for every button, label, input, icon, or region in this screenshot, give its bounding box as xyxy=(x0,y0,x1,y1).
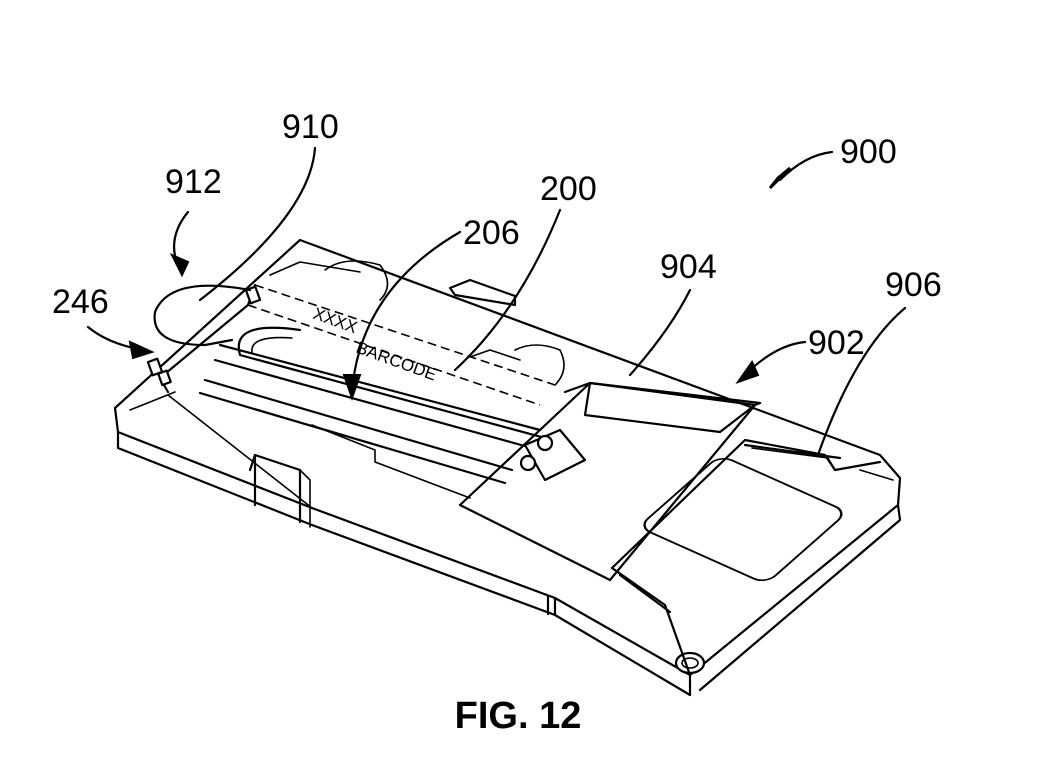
reference-labels: 900 910 912 200 206 904 906 902 246 xyxy=(52,108,942,457)
label-904: 904 xyxy=(660,248,717,286)
back-rim-features xyxy=(269,260,565,386)
window-panel-906 xyxy=(610,438,894,677)
cover-panel-904 xyxy=(458,381,762,582)
label-900: 900 xyxy=(840,133,897,171)
label-200: 200 xyxy=(540,170,597,208)
barcode-text: BARCODE xyxy=(354,338,440,385)
id-mark-text: XXXX xyxy=(311,304,360,337)
label-910: 910 xyxy=(282,108,339,146)
label-902: 902 xyxy=(808,324,865,362)
label-912: 912 xyxy=(165,163,222,201)
label-906: 906 xyxy=(885,266,942,304)
sample-flap-910 xyxy=(153,284,252,347)
label-206: 206 xyxy=(463,214,520,252)
cartridge-holder-body xyxy=(113,238,902,697)
label-246: 246 xyxy=(52,283,109,321)
figure-caption: FIG. 12 xyxy=(455,695,582,737)
